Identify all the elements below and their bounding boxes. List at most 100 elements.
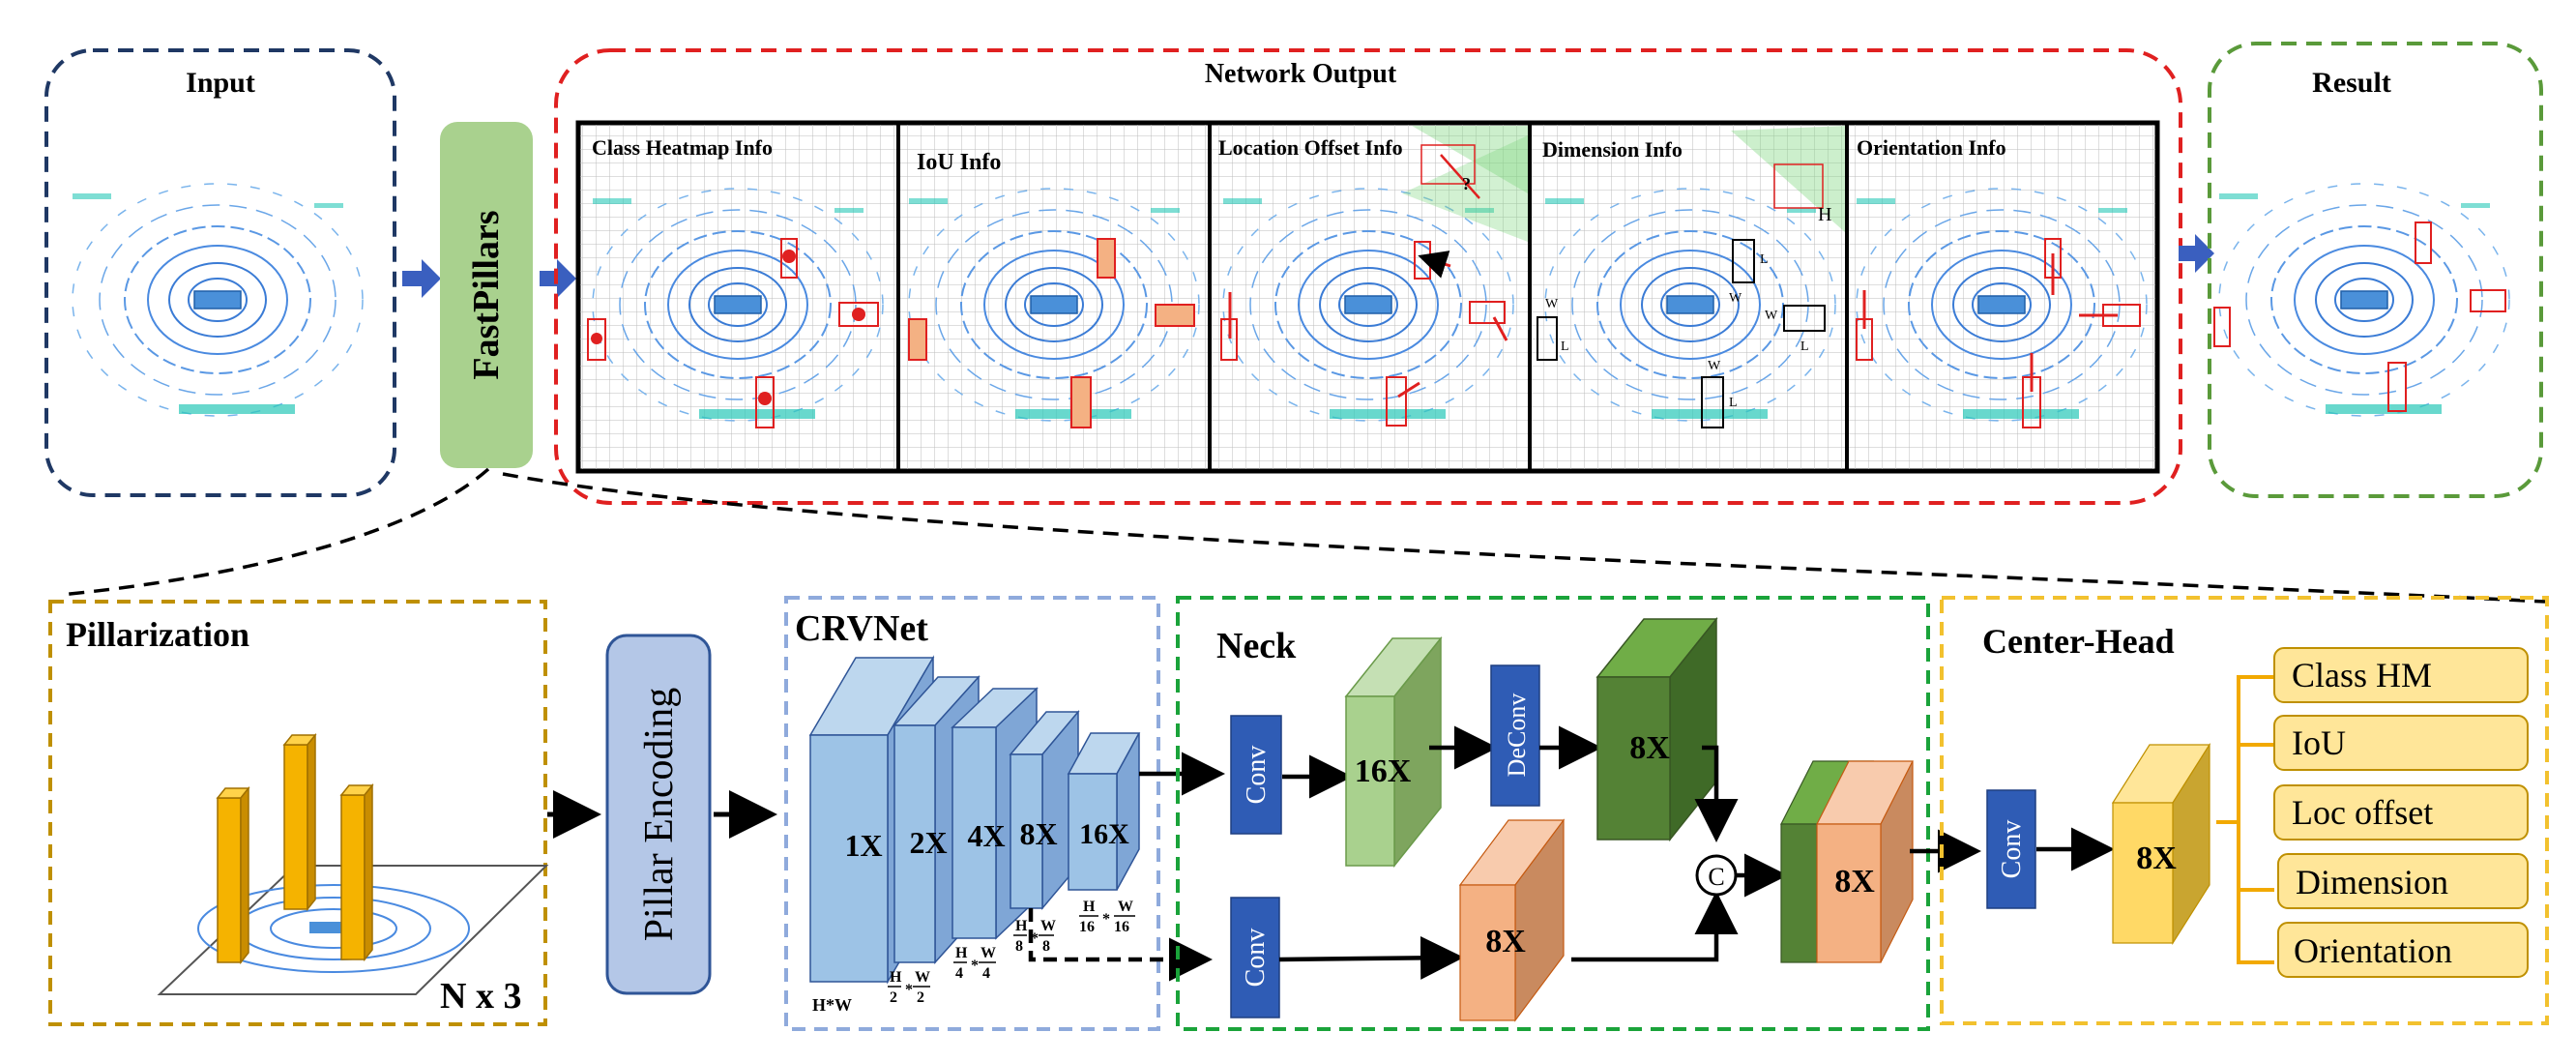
svg-text:H: H [1015,918,1028,934]
crvnet-size-quarter: H 4 * W 4 [953,945,996,982]
svg-text:8X: 8X [1019,816,1057,851]
panel-iou: IoU Info [900,125,1208,469]
panel-label-orientation: Orientation Info [1857,135,2006,160]
svg-text:L: L [1800,339,1809,354]
panel-label-location-offset: Location Offset Info [1218,135,1403,160]
svg-text:W: W [1545,297,1559,311]
svg-text:16: 16 [1079,919,1095,935]
svg-text:Dimension: Dimension [2296,863,2448,901]
panel-label-class-heatmap: Class Heatmap Info [592,135,773,160]
neck-border [1176,596,1930,1031]
network-output-title: Network Output [1205,59,1397,89]
crvnet-size-sixteenth: H 16 * W 16 [1079,899,1135,935]
center-head-panel: Center-Head Conv 8X Class HM IoU Lo [1940,596,2549,1025]
svg-text:?: ? [1462,174,1471,193]
svg-text:4: 4 [955,965,963,982]
head-conv: Conv [1986,789,2036,909]
pillar-encoding-box [605,634,712,995]
crvnet-title: CRVNet [795,608,928,649]
result-point-cloud [2218,183,2510,417]
head-output-loc-offset: Loc offset [2273,784,2529,841]
head-output-iou: IoU [2273,715,2529,771]
svg-text:Conv: Conv [1997,820,2027,879]
neck-title: Neck [1216,626,1297,666]
pillar [216,785,250,965]
crvnet-panel: CRVNet 1X 2X 4X 8X [784,596,1160,1031]
svg-text:W: W [1708,359,1721,373]
fastpillars-block: FastPillars [440,122,533,468]
pillar-encoding-label: Pillar Encoding [637,688,682,941]
head-output-brace [2216,675,2274,964]
pillarization-border [48,600,547,1026]
svg-text:*: * [905,982,913,998]
result-border [2208,42,2543,498]
network-output-border [554,48,2182,505]
fastpillars-box [440,122,533,468]
input-point-cloud [72,183,364,417]
svg-text:2: 2 [890,989,897,1006]
fastpillars-label: FastPillars [466,210,507,379]
neck-conv-bottom: Conv [1230,897,1280,1018]
crvnet-8x-to-conv-arrow [1028,908,1213,982]
pillar [339,782,374,962]
output-to-result-arrow [2179,234,2214,273]
neck-block-8x-deconv: 8X [1595,616,1718,842]
svg-text:W: W [1729,291,1742,306]
panel-location-offset: ? Location Offset Info [1212,125,1528,469]
svg-text:1X: 1X [844,828,882,863]
pillarization-shape: N x 3 [440,976,521,1017]
neck-deconv: DeConv [1490,664,1540,807]
svg-text:L: L [1760,252,1769,267]
svg-text:2: 2 [917,989,924,1006]
svg-text:H: H [1083,899,1096,915]
crvnet-block-16x: 16X [1067,732,1141,891]
neck-block-16x: 16X [1344,635,1443,869]
svg-text:8X: 8X [1629,730,1670,766]
network-output-panel: Network Output Class Heatmap Info IoU In… [554,48,2182,505]
svg-text:4: 4 [982,965,990,982]
svg-text:16X: 16X [1079,818,1129,850]
svg-text:W: W [1765,309,1778,323]
panel-dimension: H Dimension Info L W W L W L W L [1532,125,1845,469]
svg-text:L: L [1729,396,1738,410]
panel-class-heatmap: Class Heatmap Info [580,125,896,469]
svg-text:16X: 16X [1355,753,1412,789]
svg-text:Loc offset: Loc offset [2292,793,2433,832]
zoom-connector-left [59,467,490,597]
pillarization-panel: Pillarization N x 3 [48,600,549,1026]
output-panels-frame [575,120,2160,474]
panel-label-dimension: Dimension Info [1542,137,1683,162]
center-head-title: Center-Head [1982,622,2175,661]
svg-text:H: H [1818,204,1831,225]
svg-text:Orientation: Orientation [2294,931,2452,970]
crvnet-size-half: H 2 * W 2 [888,969,930,1006]
neck-block-8x-concat: 8X [1780,760,1914,963]
input-panel: Input [44,48,396,497]
head-block-8x: 8X [2111,742,2211,946]
svg-text:Conv: Conv [1242,746,1272,805]
head-output-dimension: Dimension [2277,853,2529,909]
crvnet-border [784,596,1160,1031]
svg-text:*: * [1102,911,1110,928]
svg-text:H: H [955,945,968,961]
input-border [44,48,396,497]
head-output-class-hm: Class HM [2273,647,2529,703]
svg-text:Class HM: Class HM [2292,656,2432,694]
svg-text:*: * [1031,930,1039,947]
neck-block-8x-orange: 8X [1458,818,1566,1022]
neck-conv-top: Conv [1230,715,1282,835]
head-outputs: Class HM IoU Loc offset Dimension Orient… [2273,647,2529,978]
pillarization-title: Pillarization [66,615,249,654]
svg-text:L: L [1561,339,1569,354]
pillar-encoding-block: Pillar Encoding [605,634,712,995]
concat-node: C [1695,854,1738,897]
svg-text:16: 16 [1114,919,1129,935]
head-output-orientation: Orientation [2277,922,2529,978]
svg-text:8: 8 [1042,938,1050,955]
input-to-fastpillars-arrow [402,259,441,298]
panel-label-iou: IoU Info [917,150,1001,175]
svg-text:IoU: IoU [2292,723,2346,762]
svg-text:8: 8 [1015,938,1023,955]
svg-text:8X: 8X [2136,841,2177,876]
crvnet-size-eighth: H 8 * W 8 [1013,918,1056,955]
